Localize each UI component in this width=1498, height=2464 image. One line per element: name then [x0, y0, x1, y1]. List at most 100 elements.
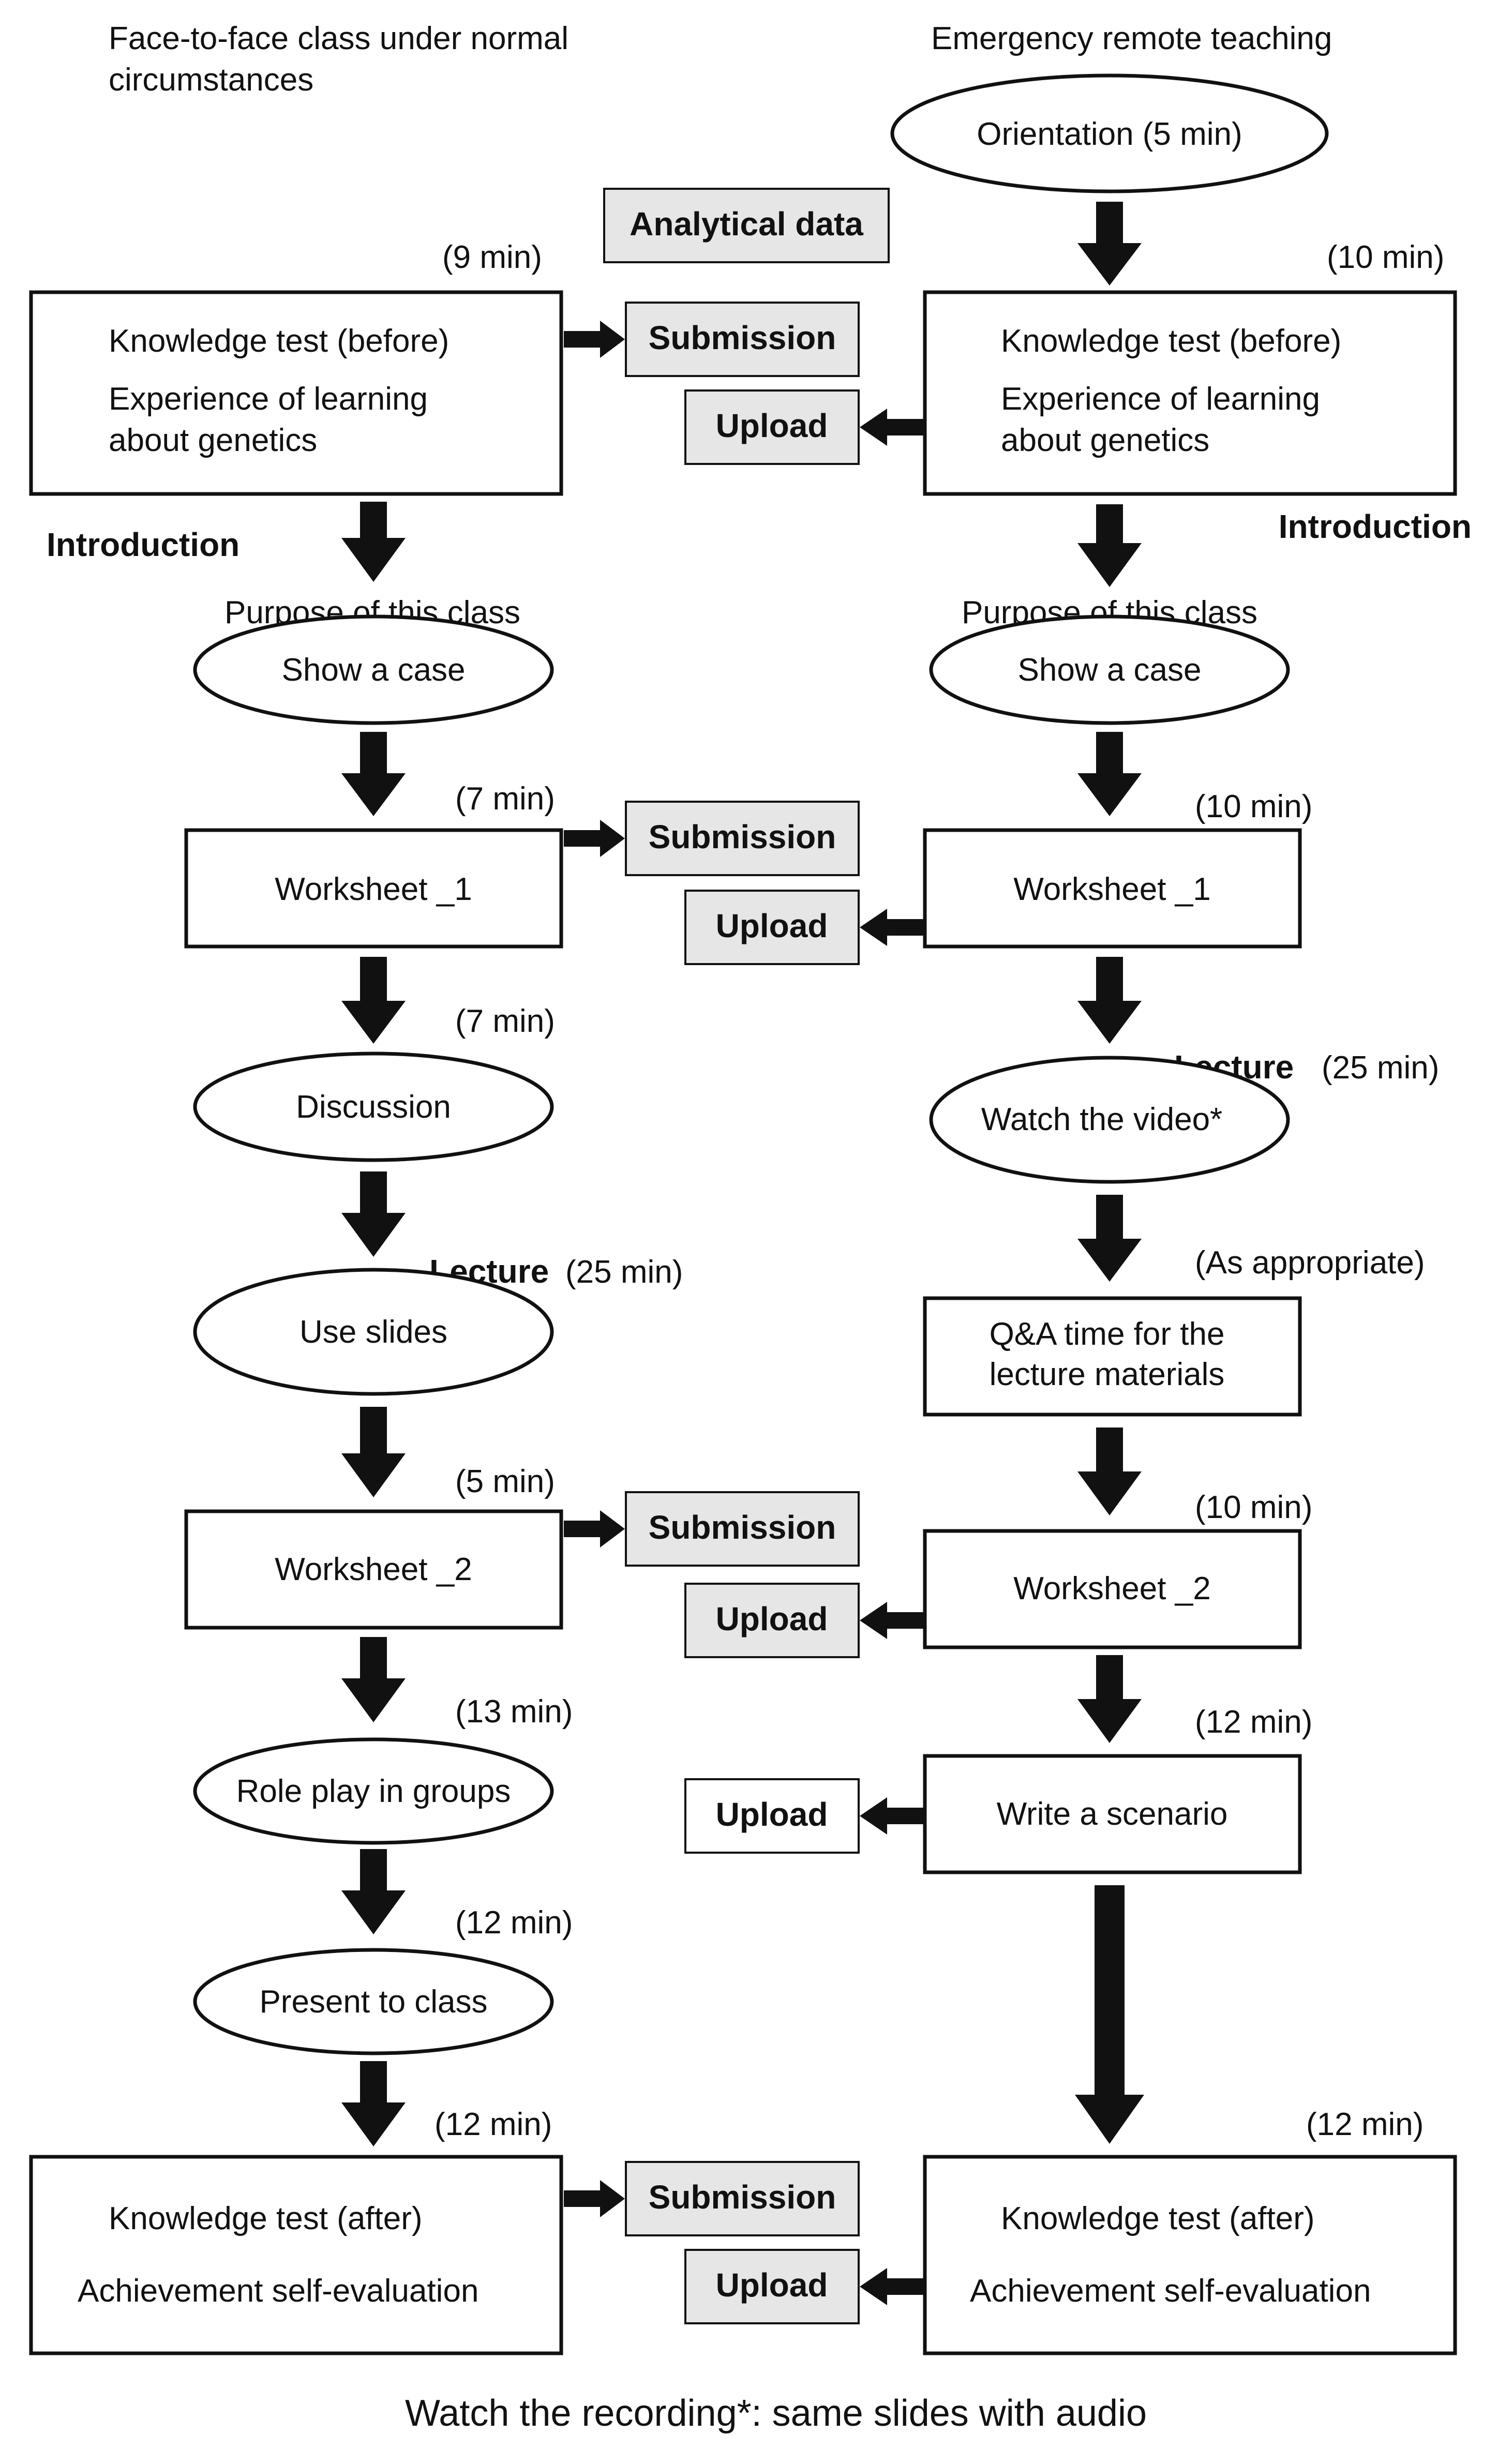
- left-ws2-time: (5 min): [455, 1464, 555, 1499]
- right-ws1-label: Worksheet _1: [1013, 872, 1210, 907]
- left-discussion-node: [193, 1051, 554, 1162]
- analytical-data-box: [603, 188, 890, 263]
- left-arrow-down-4: [341, 1171, 406, 1257]
- left-pretest-time: (9 min): [442, 239, 542, 275]
- right-qa-time: (As appropriate): [1195, 1245, 1425, 1281]
- right-header: Emergency remote teaching: [931, 21, 1332, 56]
- right-scenario-box: [923, 1754, 1302, 1874]
- left-posttest-time: (12 min): [435, 2107, 552, 2142]
- right-show-case-node: [929, 614, 1290, 725]
- right-scenario-time: (12 min): [1195, 1704, 1312, 1740]
- left-show-case-label: Show a case: [282, 652, 466, 688]
- left-arrow-down-5: [341, 1407, 406, 1497]
- right-qa-line2: lecture materials: [990, 1357, 1225, 1392]
- left-use-slides-label: Use slides: [299, 1314, 447, 1350]
- right-pretest-line1: Knowledge test (before): [1001, 323, 1341, 359]
- submission-label-2: Submission: [649, 818, 836, 855]
- left-use-slides-node: [193, 1268, 554, 1396]
- right-ws2-box: [923, 1529, 1302, 1649]
- submission-label-4: Submission: [649, 2178, 836, 2216]
- right-arrow-down-4: [1077, 1195, 1142, 1282]
- right-qa-line1: Q&A time for the: [990, 1316, 1225, 1352]
- left-ws1-label: Worksheet _1: [275, 872, 472, 907]
- right-lecture-time: (25 min): [1322, 1050, 1439, 1086]
- left-present-node: [193, 1948, 554, 2055]
- right-watch-video-label: Watch the video*: [981, 1102, 1222, 1137]
- left-arrow-down-1: [341, 502, 406, 582]
- footnote: Watch the recording*: same slides with a…: [405, 2393, 1147, 2434]
- left-lecture-time: (25 min): [565, 1254, 683, 1290]
- right-arrow-down-5: [1077, 1428, 1142, 1515]
- left-pretest-line2: Experience of learning: [109, 381, 428, 417]
- right-posttest-line2: Achievement self-evaluation: [970, 2273, 1371, 2309]
- right-ws2-label: Worksheet _2: [1013, 1571, 1210, 1606]
- arrow-to-upload-5: [860, 2268, 923, 2305]
- left-arrow-down-2: [341, 732, 406, 816]
- arrow-to-upload-4: [860, 1797, 923, 1835]
- left-ws1-box: [184, 828, 563, 949]
- left-roleplay-time: (13 min): [455, 1694, 573, 1730]
- left-arrow-down-6: [341, 1637, 406, 1722]
- left-present-label: Present to class: [259, 1984, 487, 2020]
- upload-box-2: [684, 890, 860, 965]
- right-arrow-down-0: [1077, 202, 1142, 286]
- right-ws1-time: (10 min): [1195, 789, 1312, 824]
- left-arrow-down-8: [341, 2061, 406, 2146]
- left-pretest-line3: about genetics: [109, 423, 317, 458]
- arrow-to-submission-1: [564, 321, 625, 358]
- upload-box-1: [684, 389, 860, 465]
- upload-label-3: Upload: [716, 1600, 828, 1637]
- submission-box-3: [625, 1491, 860, 1567]
- upload-label-1: Upload: [716, 407, 828, 444]
- right-arrow-down-3: [1077, 957, 1142, 1044]
- left-show-case-node: [193, 614, 554, 725]
- right-watch-video-node: [929, 1056, 1290, 1184]
- arrow-to-upload-2: [860, 909, 923, 946]
- arrow-to-submission-4: [564, 2180, 625, 2217]
- left-posttest-box: [29, 2155, 563, 2355]
- upload-label-4: Upload: [716, 1796, 828, 1833]
- left-introduction-label: Introduction: [47, 526, 239, 563]
- left-present-time: (12 min): [455, 1905, 573, 1941]
- arrow-to-upload-1: [860, 409, 923, 446]
- right-pretest-line3: about genetics: [1001, 423, 1209, 458]
- submission-label-1: Submission: [649, 319, 836, 356]
- left-roleplay-node: [193, 1737, 554, 1845]
- submission-label-3: Submission: [649, 1509, 836, 1546]
- right-arrow-down-7: [1075, 1885, 1144, 2144]
- left-header: Face-to-face class under normal: [109, 21, 568, 56]
- analytical-data-label: Analytical data: [630, 205, 863, 243]
- right-posttest-time: (12 min): [1306, 2107, 1424, 2142]
- left-ws2-box: [184, 1509, 563, 1630]
- left-arrow-down-3: [341, 957, 406, 1044]
- right-ws1-box: [923, 828, 1302, 949]
- orientation-node: [890, 73, 1329, 193]
- right-pretest-line2: Experience of learning: [1001, 381, 1320, 417]
- right-posttest-line1: Knowledge test (after): [1001, 2201, 1315, 2236]
- right-scenario-label: Write a scenario: [997, 1796, 1228, 1832]
- arrow-to-submission-3: [564, 1510, 625, 1547]
- upload-box-4: [684, 1778, 860, 1854]
- right-introduction-label: Introduction: [1279, 508, 1472, 545]
- upload-label-2: Upload: [716, 907, 828, 944]
- left-roleplay-label: Role play in groups: [236, 1774, 511, 1809]
- orientation-label: Orientation (5 min): [977, 116, 1242, 152]
- left-pretest-box: [29, 290, 563, 496]
- left-discussion-time: (7 min): [455, 1003, 555, 1039]
- right-posttest-box: [923, 2155, 1457, 2355]
- upload-box-3: [684, 1583, 860, 1658]
- submission-box-4: [625, 2161, 860, 2236]
- upload-label-5: Upload: [716, 2266, 828, 2304]
- submission-box-1: [625, 302, 860, 377]
- left-ws1-time: (7 min): [455, 781, 555, 817]
- arrow-to-upload-3: [860, 1602, 923, 1639]
- left-posttest-line2: Achievement self-evaluation: [78, 2273, 478, 2309]
- right-qa-box: [923, 1296, 1302, 1417]
- right-arrow-down-2: [1077, 732, 1142, 816]
- right-arrow-down-1: [1077, 504, 1142, 587]
- left-pretest-line1: Knowledge test (before): [109, 323, 449, 359]
- upload-box-5: [684, 2249, 860, 2324]
- right-arrow-down-6: [1077, 1655, 1142, 1743]
- left-posttest-line1: Knowledge test (after): [109, 2201, 423, 2236]
